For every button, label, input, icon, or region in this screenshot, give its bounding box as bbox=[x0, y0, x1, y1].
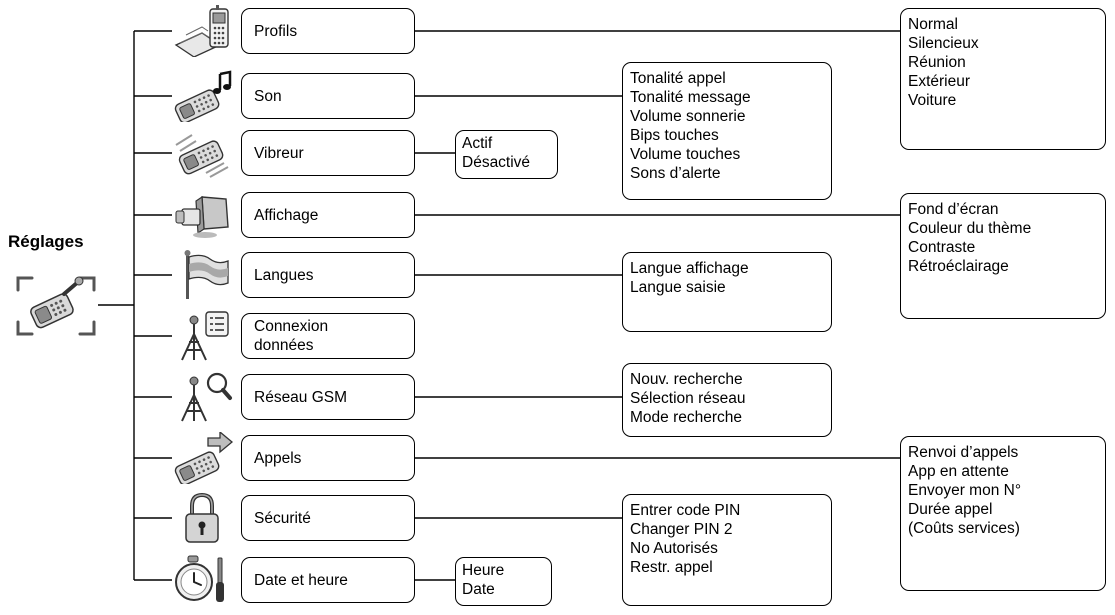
option-item[interactable]: App en attente bbox=[908, 463, 1009, 480]
menu-item-connexion[interactable]: Connexion données bbox=[241, 313, 415, 359]
option-item[interactable]: Changer PIN 2 bbox=[630, 521, 733, 538]
option-item[interactable]: Voiture bbox=[908, 92, 957, 109]
option-item[interactable]: Sélection réseau bbox=[630, 390, 746, 407]
menu-item-label: Son bbox=[254, 87, 282, 105]
menu-item-vibreur[interactable]: Vibreur bbox=[241, 130, 415, 176]
menu-item-label-line: Connexion bbox=[254, 318, 329, 335]
option-item[interactable]: Heure bbox=[462, 562, 505, 579]
menu-item-label: Sécurité bbox=[254, 509, 311, 527]
option-item[interactable]: Renvoi d’appels bbox=[908, 444, 1019, 461]
option-item[interactable]: Rétroéclairage bbox=[908, 258, 1009, 275]
option-item[interactable]: Volume touches bbox=[630, 146, 741, 163]
menu-item-securite[interactable]: Sécurité bbox=[241, 495, 415, 541]
menu-item-label: Date et heure bbox=[254, 571, 348, 589]
phone-music-note-icon[interactable] bbox=[172, 70, 234, 122]
options-securite: Entrer code PIN Changer PIN 2 No Autoris… bbox=[622, 494, 832, 606]
settings-phone-icon[interactable] bbox=[14, 272, 98, 340]
option-item[interactable]: No Autorisés bbox=[630, 540, 718, 557]
menu-item-label: Appels bbox=[254, 449, 302, 467]
option-item[interactable]: Langue saisie bbox=[630, 279, 726, 296]
option-item[interactable]: Couleur du thème bbox=[908, 220, 1032, 237]
option-item[interactable]: Durée appel bbox=[908, 501, 993, 518]
menu-item-date[interactable]: Date et heure bbox=[241, 557, 415, 603]
options-langues: Langue affichage Langue saisie bbox=[622, 252, 832, 332]
menu-item-label: Affichage bbox=[254, 206, 319, 224]
options-vibreur: Actif Désactivé bbox=[455, 130, 558, 179]
option-item[interactable]: Désactivé bbox=[462, 154, 531, 171]
option-item[interactable]: Silencieux bbox=[908, 35, 979, 52]
option-item[interactable]: Extérieur bbox=[908, 73, 971, 90]
clock-icon[interactable] bbox=[172, 554, 234, 606]
options-profils: Normal Silencieux Réunion Extérieur Voit… bbox=[900, 8, 1106, 150]
antenna-list-icon[interactable] bbox=[172, 310, 234, 362]
option-item[interactable]: Normal bbox=[908, 16, 958, 33]
display-icon[interactable] bbox=[172, 189, 234, 241]
menu-item-label: Profils bbox=[254, 22, 298, 40]
options-reseau: Nouv. recherche Sélection réseau Mode re… bbox=[622, 363, 832, 437]
option-item[interactable]: Fond d’écran bbox=[908, 201, 999, 218]
option-item[interactable]: Actif bbox=[462, 135, 493, 152]
menu-item-reseau[interactable]: Réseau GSM bbox=[241, 374, 415, 420]
option-item[interactable]: Langue affichage bbox=[630, 260, 749, 277]
option-item[interactable]: Date bbox=[462, 581, 495, 598]
option-item[interactable]: Restr. appel bbox=[630, 559, 713, 576]
flag-icon[interactable] bbox=[172, 249, 234, 301]
options-appels: Renvoi d’appels App en attente Envoyer m… bbox=[900, 436, 1106, 591]
option-item[interactable]: Tonalité appel bbox=[630, 70, 726, 87]
option-item[interactable]: Mode recherche bbox=[630, 409, 743, 426]
phone-vibrate-icon[interactable] bbox=[172, 127, 234, 179]
options-affichage: Fond d’écran Couleur du thème Contraste … bbox=[900, 193, 1106, 319]
menu-item-profils[interactable]: Profils bbox=[241, 8, 415, 54]
phone-profiles-icon[interactable] bbox=[172, 5, 234, 57]
phone-arrow-icon[interactable] bbox=[172, 432, 234, 484]
root-title: Réglages bbox=[8, 232, 84, 251]
option-item[interactable]: Nouv. recherche bbox=[630, 371, 743, 388]
options-son: Tonalité appel Tonalité message Volume s… bbox=[622, 62, 832, 200]
option-item[interactable]: Entrer code PIN bbox=[630, 502, 741, 519]
option-item[interactable]: Réunion bbox=[908, 54, 966, 71]
antenna-search-icon[interactable] bbox=[172, 371, 234, 423]
option-item[interactable]: Volume sonnerie bbox=[630, 108, 746, 125]
menu-item-langues[interactable]: Langues bbox=[241, 252, 415, 298]
option-item[interactable]: (Coûts services) bbox=[908, 520, 1020, 537]
menu-item-label: Réseau GSM bbox=[254, 388, 348, 406]
menu-item-son[interactable]: Son bbox=[241, 73, 415, 119]
options-date: Heure Date bbox=[455, 557, 552, 606]
option-item[interactable]: Sons d’alerte bbox=[630, 165, 721, 182]
option-item[interactable]: Tonalité message bbox=[630, 89, 751, 106]
menu-item-appels[interactable]: Appels bbox=[241, 435, 415, 481]
menu-item-affichage[interactable]: Affichage bbox=[241, 192, 415, 238]
option-item[interactable]: Bips touches bbox=[630, 127, 719, 144]
padlock-icon[interactable] bbox=[172, 492, 234, 544]
menu-item-label-line: données bbox=[254, 337, 314, 354]
menu-item-label: Vibreur bbox=[254, 144, 304, 162]
option-item[interactable]: Contraste bbox=[908, 239, 976, 256]
option-item[interactable]: Envoyer mon N° bbox=[908, 482, 1022, 499]
menu-item-label: Langues bbox=[254, 266, 314, 284]
